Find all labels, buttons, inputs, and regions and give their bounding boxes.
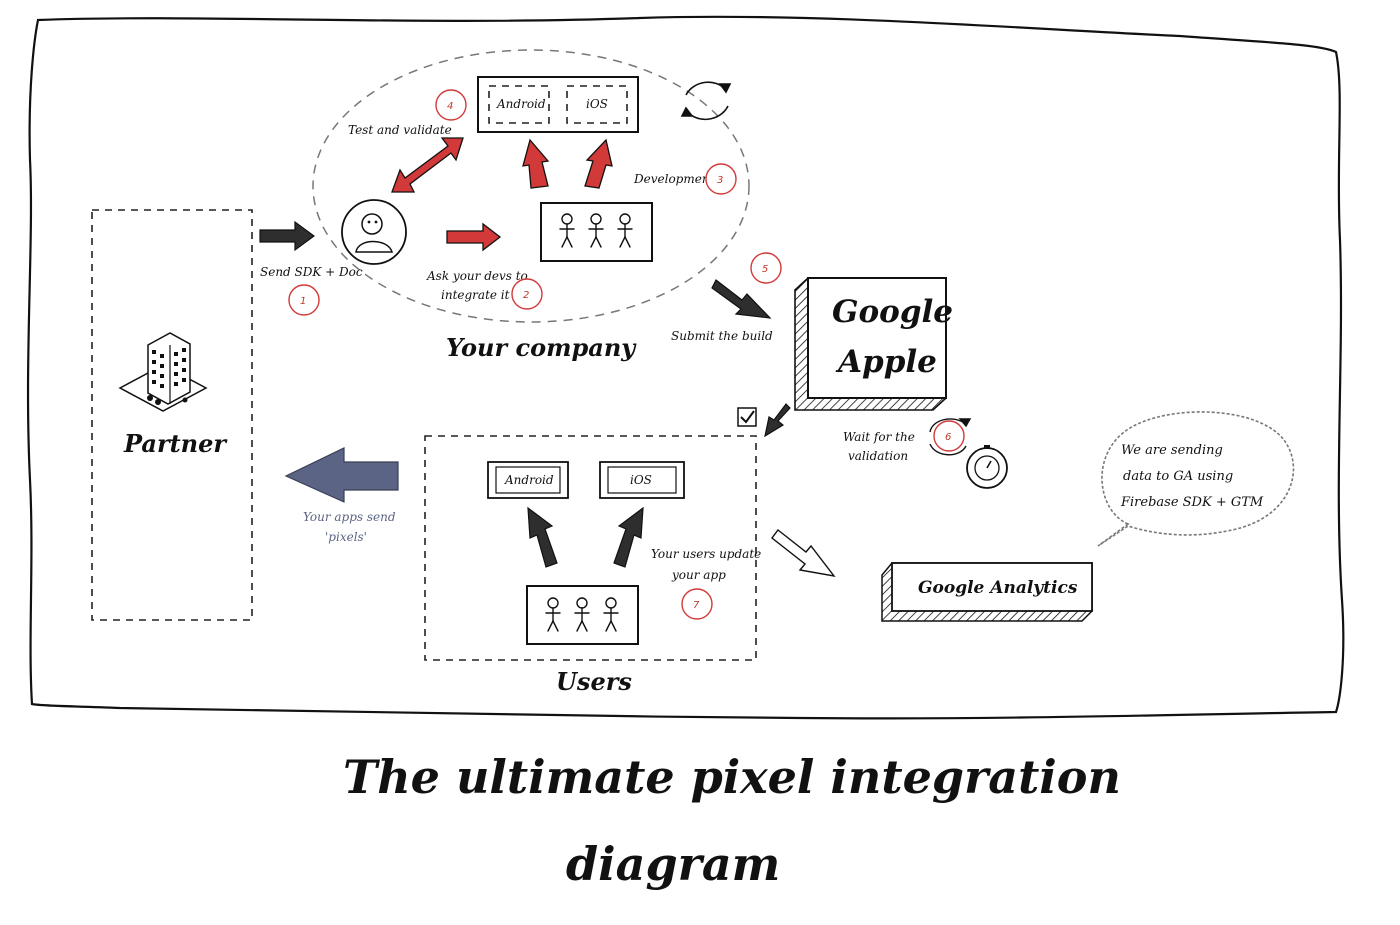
- stores-apple-label: Apple: [835, 344, 937, 380]
- company-android-slot: [488, 85, 550, 124]
- speech-line2: data to GA using: [1123, 469, 1233, 484]
- step-6-text-line2: validation: [848, 449, 908, 463]
- speech-line1: We are sending: [1121, 443, 1223, 458]
- test-validate-arrow: [391, 137, 464, 193]
- checkbox-icon: [737, 407, 757, 427]
- user-ios-device: iOS: [599, 461, 685, 499]
- send-sdk-arrow: [259, 220, 316, 252]
- validation-arrow: [764, 403, 791, 438]
- step-2-text-line2: integrate it: [441, 288, 510, 302]
- partner-box: [91, 209, 253, 621]
- developer-avatar-icon: [341, 199, 407, 265]
- svg-text:1: 1: [300, 296, 306, 307]
- paper-frame: [26, 15, 1345, 720]
- pixels-note-line2: 'pixels': [325, 530, 367, 544]
- stores-box: Google Apple: [794, 277, 953, 411]
- step-7-text-line2: your app: [671, 568, 726, 582]
- svg-text:4: 4: [447, 101, 453, 112]
- company-android-label: Android: [496, 97, 546, 111]
- company-ios-label: iOS: [586, 97, 608, 111]
- stopwatch-icon: [966, 445, 1008, 489]
- users-group-icon: [545, 597, 619, 632]
- users-to-analytics-arrow: [771, 529, 836, 578]
- submit-build-arrow: [711, 279, 772, 319]
- diagram-title-line1: The ultimate pixel integration: [343, 750, 1121, 804]
- diagram-title-line2: diagram: [566, 837, 780, 891]
- users-to-ios-arrow: [613, 506, 644, 568]
- company-boundary: [312, 49, 750, 323]
- step-6-text-line1: Wait for the: [843, 430, 915, 444]
- svg-text:2: 2: [523, 290, 529, 301]
- users-to-android-arrow: [527, 506, 558, 568]
- pixels-arrow: [284, 447, 399, 503]
- dev-to-ios-arrow: [584, 138, 613, 189]
- step-3-text: Development: [633, 172, 715, 186]
- google-analytics-box: Google Analytics: [881, 562, 1093, 622]
- user-android-label: Android: [504, 473, 554, 487]
- dev-to-android-arrow: [522, 138, 550, 189]
- partner-label: Partner: [123, 429, 228, 458]
- office-building-icon: [118, 332, 208, 412]
- stores-google-label: Google: [832, 294, 953, 330]
- svg-text:3: 3: [717, 175, 723, 186]
- step-4-text: Test and validate: [348, 123, 452, 137]
- step-3-marker: 3: [705, 163, 737, 195]
- svg-text:6: 6: [945, 432, 951, 443]
- step-2-marker: 2: [511, 278, 543, 310]
- svg-text:7: 7: [693, 600, 700, 611]
- speech-line3: Firebase SDK + GTM: [1120, 495, 1264, 510]
- svg-text:5: 5: [762, 264, 768, 275]
- step-7-marker: 7: [681, 588, 713, 620]
- step-7-text-line1: Your users update: [651, 547, 761, 561]
- ask-devs-arrow: [446, 222, 502, 252]
- step-5-marker: 5: [750, 252, 782, 284]
- speech-bubble: [1097, 411, 1295, 547]
- step-6-marker: 6: [933, 420, 965, 452]
- company-ios-slot: [566, 85, 628, 124]
- user-ios-label: iOS: [630, 473, 652, 487]
- people-group-icon: [559, 213, 633, 248]
- step-2-text-line1: Ask your devs to: [426, 269, 528, 283]
- step-5-text: Submit the build: [671, 329, 773, 343]
- user-android-device: Android: [487, 461, 569, 499]
- refresh-cycle-icon: [680, 81, 732, 121]
- pixels-note-line1: Your apps send: [303, 510, 396, 524]
- users-label: Users: [556, 667, 632, 696]
- wait-cycle-icon: [929, 418, 972, 456]
- step-4-marker: 4: [435, 89, 467, 121]
- step-1-text: Send SDK + Doc: [260, 265, 363, 279]
- google-analytics-label: Google Analytics: [918, 578, 1078, 598]
- users-box: [424, 435, 757, 661]
- step-1-marker: 1: [288, 284, 320, 316]
- company-label: Your company: [446, 333, 637, 362]
